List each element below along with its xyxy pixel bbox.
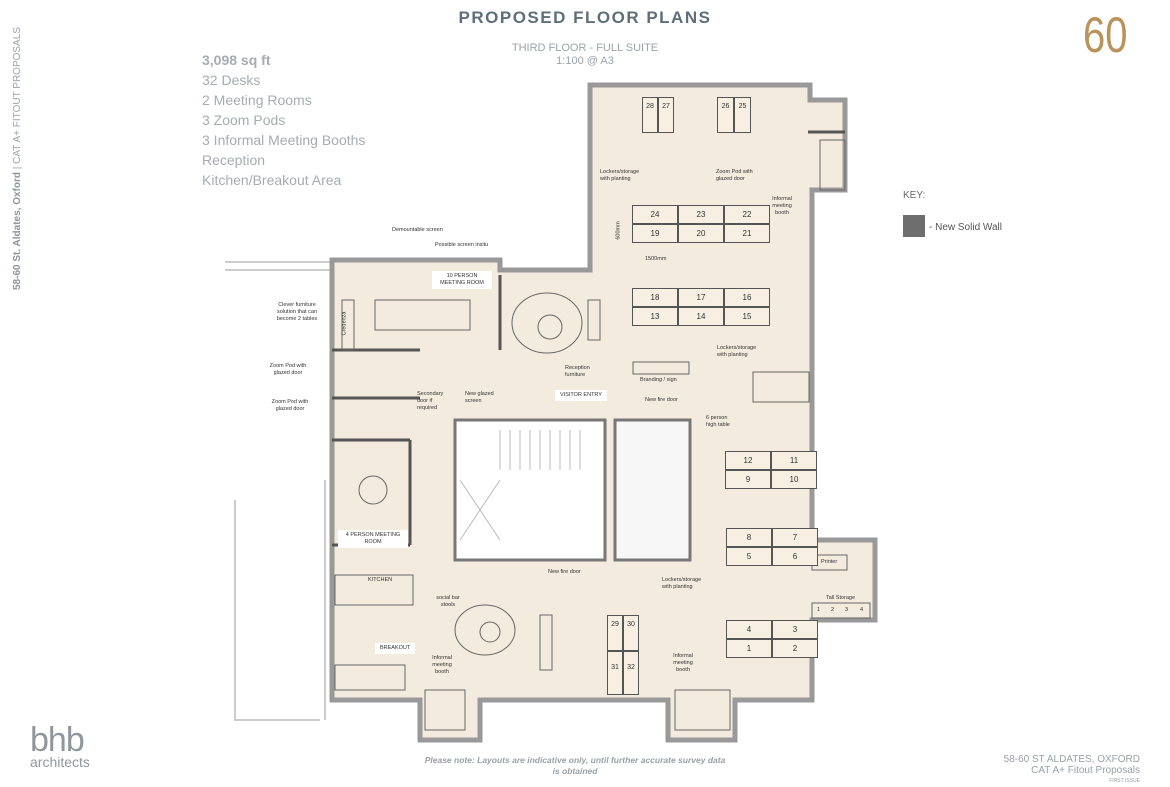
solid-wall-swatch bbox=[903, 215, 925, 237]
storage-unit: 3 bbox=[845, 607, 849, 613]
demountable-screen-label: Demountable screen bbox=[392, 227, 443, 233]
disclaimer-note: Please note: Layouts are indicative only… bbox=[424, 755, 726, 776]
credenza-label: Credenza bbox=[341, 311, 348, 336]
branding-label: Branding / sign bbox=[640, 377, 677, 383]
storage-unit: 1 bbox=[817, 607, 821, 613]
key-item-label: - New Solid Wall bbox=[929, 222, 1002, 233]
fire-door-label: New fire door bbox=[548, 569, 581, 575]
summary-item: 32 Desks bbox=[202, 72, 261, 88]
meeting-room-4-label: 4 PERSON MEETING ROOM bbox=[338, 530, 408, 548]
lockers-label: Lockers/storage with planting bbox=[717, 345, 757, 358]
desk: 8 bbox=[726, 528, 772, 547]
furniture bbox=[334, 139, 871, 731]
desk: 30 bbox=[623, 615, 639, 651]
summary-item: 2 Meeting Rooms bbox=[202, 92, 312, 108]
reception-furniture-label: Reception furniture bbox=[565, 365, 590, 378]
tall-storage-label: Tall Storage bbox=[826, 595, 856, 601]
secondary-door-label: Secondary door if required bbox=[417, 391, 444, 411]
desk: 25 bbox=[734, 97, 751, 133]
storage-unit: 2 bbox=[831, 607, 835, 613]
lockers-label: Lockers/storage with planting bbox=[662, 577, 702, 590]
desk: 11 bbox=[771, 451, 817, 470]
kitchen-label: KITCHEN bbox=[368, 577, 393, 583]
visitor-entry-label: VISITOR ENTRY bbox=[555, 390, 607, 401]
desk: 17 bbox=[678, 288, 724, 307]
desk: 19 bbox=[632, 224, 678, 243]
desk: 14 bbox=[678, 307, 724, 326]
desk: 28 bbox=[642, 97, 658, 133]
meeting-room-10-label: 10 PERSON MEETING ROOM bbox=[432, 271, 492, 289]
zoom-pod-label: Zoom Pod with glazed door bbox=[271, 399, 309, 412]
lockers-label: Lockers/storage with planting bbox=[600, 169, 640, 182]
footer-issue: FIRST ISSUE bbox=[1109, 778, 1140, 784]
dimension-1500-label: 1500mm bbox=[645, 256, 667, 262]
desk: 16 bbox=[724, 288, 770, 307]
desk: 13 bbox=[632, 307, 678, 326]
desk: 6 bbox=[772, 547, 818, 566]
key-title: KEY: bbox=[903, 190, 926, 201]
desk: 26 bbox=[717, 97, 734, 133]
high-table-label: 6 person high table bbox=[706, 415, 730, 428]
fire-door-label: New fire door bbox=[645, 397, 678, 403]
informal-booth-label: Informal meeting booth bbox=[432, 655, 452, 675]
glazed-screen-label: New glazed screen bbox=[465, 391, 494, 404]
social-bar-label: social bar stools bbox=[436, 595, 460, 608]
footer-address: 58-60 ST ALDATES, OXFORD bbox=[1003, 754, 1140, 765]
stairs bbox=[459, 430, 581, 541]
printer-label: Printer bbox=[821, 559, 838, 565]
breakout-label: BREAKOUT bbox=[375, 643, 416, 654]
desk: 29 bbox=[607, 615, 623, 651]
floor-outline bbox=[329, 82, 878, 743]
wc-core bbox=[613, 418, 692, 562]
floor-label: THIRD FLOOR - FULL SUITE bbox=[511, 42, 659, 54]
page-number: 60 bbox=[1083, 7, 1128, 63]
desk: 27 bbox=[658, 97, 674, 133]
desk: 1 bbox=[726, 639, 772, 658]
logo-text: architects bbox=[30, 754, 90, 770]
page-title: PROPOSED FLOOR PLANS bbox=[458, 8, 712, 27]
storage-unit: 4 bbox=[860, 607, 864, 613]
desk: 12 bbox=[725, 451, 771, 470]
desk: 9 bbox=[725, 470, 771, 489]
desk: 31 bbox=[607, 651, 623, 695]
desk: 21 bbox=[724, 224, 770, 243]
summary-item: 3 Informal Meeting Booths bbox=[202, 132, 366, 148]
desk: 20 bbox=[678, 224, 724, 243]
desk: 18 bbox=[632, 288, 678, 307]
desk: 15 bbox=[724, 307, 770, 326]
logo-mark: bhb bbox=[30, 721, 85, 759]
clever-furniture-label: Clever furniture solution that can becom… bbox=[276, 302, 318, 322]
informal-booth-label: Informal meeting booth bbox=[673, 653, 693, 673]
footer-project: CAT A+ Fitout Proposals bbox=[1031, 765, 1140, 776]
key-legend: KEY: - New Solid Wall bbox=[903, 190, 1002, 237]
summary-item: 3 Zoom Pods bbox=[202, 112, 286, 128]
desk: 7 bbox=[772, 528, 818, 547]
possible-screen-label: Possible screen insitu bbox=[435, 242, 489, 248]
desk: 23 bbox=[678, 205, 724, 224]
zoom-pod-label: Zoom Pod with glazed door bbox=[716, 169, 753, 182]
desk: 32 bbox=[623, 651, 639, 695]
summary-item: Kitchen/Breakout Area bbox=[202, 172, 342, 188]
desk: 5 bbox=[726, 547, 772, 566]
area: 3,098 sq ft bbox=[202, 52, 271, 68]
scale-label: 1:100 @ A3 bbox=[556, 55, 614, 67]
desk: 4 bbox=[726, 620, 772, 639]
adjacent-building bbox=[225, 261, 332, 721]
zoom-pod-label: Zoom Pod with glazed door bbox=[269, 363, 307, 376]
informal-booth-label: Informal meeting booth bbox=[772, 196, 792, 216]
summary-list: 3,098 sq ft 32 Desks 2 Meeting Rooms 3 Z… bbox=[202, 50, 365, 190]
desk: 3 bbox=[772, 620, 818, 639]
summary-item: Reception bbox=[202, 152, 266, 168]
desk: 22 bbox=[724, 205, 770, 224]
dimension-600-label: 600mm bbox=[615, 221, 622, 240]
desk: 24 bbox=[632, 205, 678, 224]
desk: 10 bbox=[771, 470, 817, 489]
desk: 2 bbox=[772, 639, 818, 658]
